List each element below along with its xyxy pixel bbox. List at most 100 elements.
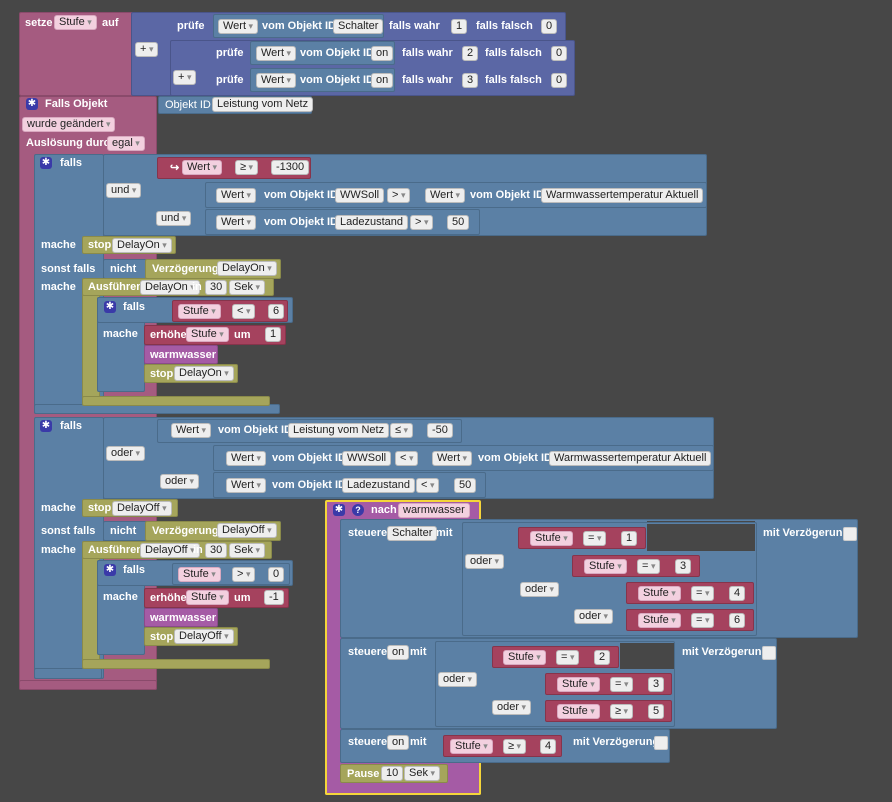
gear-icon[interactable]: ✱ [40,157,52,169]
wert-dropdown-1[interactable]: Wert [182,160,223,175]
stop-timer-dropdown[interactable]: DelayOn [174,366,234,381]
op-dropdown[interactable]: = [583,531,607,546]
call-procedure-2[interactable] [144,608,218,627]
value-dropdown-3[interactable]: Wert [256,73,297,88]
op-dropdown[interactable]: = [691,586,715,601]
stop-timer-dropdown[interactable]: DelayOff [112,501,172,516]
control-object-field[interactable]: on [387,645,410,660]
or-dropdown[interactable]: oder [520,582,560,597]
or-dropdown[interactable]: oder [492,700,532,715]
false-value-3[interactable]: 0 [551,73,568,88]
object-id-field[interactable]: Ladezustand [342,478,415,493]
increment-value[interactable]: -1 [264,590,284,605]
op-dropdown[interactable]: = [610,677,634,692]
pause-unit-dropdown[interactable]: Sek [404,766,440,781]
true-value-1[interactable]: 1 [451,19,468,34]
variable-dropdown[interactable]: Stufe [54,15,97,30]
compare-value[interactable]: -50 [427,423,453,438]
procedure-name-field[interactable]: warmwasser [398,503,470,518]
increment-value[interactable]: 1 [265,327,282,342]
stufe-dropdown[interactable]: Stufe [178,567,221,582]
or-dropdown-2[interactable]: oder [160,474,200,489]
op-dropdown[interactable]: = [637,559,661,574]
compare-value[interactable]: 4 [729,586,746,601]
plus-mutator-2[interactable]: + [173,70,197,85]
compare-value-3[interactable]: 50 [447,215,470,230]
stufe-dropdown[interactable]: Stufe [584,559,627,574]
compare-value[interactable]: 6 [268,304,285,319]
op-dropdown-1[interactable]: ≥ [235,160,259,175]
unit-dropdown[interactable]: Sek [229,280,265,295]
stufe-dropdown[interactable]: Stufe [638,586,681,601]
compare-value[interactable]: 0 [268,567,285,582]
false-value-1[interactable]: 0 [541,19,558,34]
object-id-field-1[interactable]: Schalter [333,19,384,34]
stufe-dropdown[interactable]: Stufe [638,613,681,628]
control-object-field[interactable]: on [387,735,410,750]
compare-value[interactable]: 6 [729,613,746,628]
delay-checkbox[interactable] [762,646,776,660]
delay-checkbox[interactable] [654,736,668,750]
control-object-field[interactable]: Schalter [387,526,438,541]
exec-timer-dropdown[interactable]: DelayOff [140,543,200,558]
object-id-field[interactable]: Leistung vom Netz [288,423,390,438]
stufe-dropdown[interactable]: Stufe [530,531,573,546]
stufe-dropdown[interactable]: Stufe [186,327,229,342]
compare-value-1[interactable]: -1300 [271,160,310,175]
gear-icon[interactable]: ✱ [104,301,116,313]
op-dropdown[interactable]: < [395,451,419,466]
wert-dropdown-3[interactable]: Wert [425,188,466,203]
get-value-block-3[interactable] [250,68,395,92]
or-dropdown-1[interactable]: oder [106,446,146,461]
op-dropdown-2[interactable]: > [387,188,411,203]
wert-dropdown[interactable]: Wert [226,451,267,466]
wert-dropdown-4[interactable]: Wert [216,215,257,230]
or-dropdown[interactable]: oder [574,609,614,624]
op-dropdown[interactable]: ≤ [390,423,414,438]
delay-seconds-field[interactable]: 30 [205,280,228,295]
op-dropdown-3[interactable]: > [410,215,434,230]
unit-dropdown[interactable]: Sek [229,543,265,558]
op-dropdown[interactable]: < [416,478,440,493]
delay-name-dropdown[interactable]: DelayOn [217,261,277,276]
object-id-field-3[interactable]: on [371,73,394,88]
gear-icon[interactable]: ✱ [40,420,52,432]
compare-value[interactable]: 3 [648,677,665,692]
object-id-field[interactable]: WWSoll [342,451,392,466]
stufe-dropdown[interactable]: Stufe [557,677,600,692]
object-id-field[interactable]: Warmwassertemperatur Aktuell [541,188,704,203]
op-dropdown[interactable]: > [232,567,256,582]
true-value-3[interactable]: 3 [462,73,479,88]
stufe-dropdown[interactable]: Stufe [503,650,546,665]
stufe-dropdown[interactable]: Stufe [186,590,229,605]
op-dropdown[interactable]: = [691,613,715,628]
and-dropdown-2[interactable]: und [156,211,192,226]
op-dropdown[interactable]: < [232,304,256,319]
plus-mutator-1[interactable]: + [135,42,159,57]
compare-value[interactable]: 50 [454,478,477,493]
wert-dropdown-2[interactable]: Wert [216,188,257,203]
object-id-field[interactable]: Warmwassertemperatur Aktuell [549,451,712,466]
object-id-field[interactable]: Ladezustand [335,215,408,230]
op-dropdown[interactable]: = [556,650,580,665]
stop-timer-dropdown[interactable]: DelayOn [112,238,172,253]
compare-value[interactable]: 5 [648,704,665,719]
compare-value[interactable]: 4 [540,739,557,754]
help-icon[interactable]: ? [352,504,364,516]
compare-value[interactable]: 2 [594,650,611,665]
delay-name-dropdown[interactable]: DelayOff [217,523,277,538]
gear-icon[interactable]: ✱ [26,98,38,110]
wert-dropdown[interactable]: Wert [226,478,267,493]
and-dropdown-1[interactable]: und [106,183,142,198]
op-dropdown[interactable]: ≥ [503,739,527,754]
compare-value[interactable]: 1 [621,531,638,546]
false-value-2[interactable]: 0 [551,46,568,61]
call-procedure-1[interactable] [144,345,218,364]
object-id-field[interactable]: WWSoll [335,188,385,203]
op-dropdown[interactable]: ≥ [610,704,634,719]
delay-seconds-field[interactable]: 30 [205,543,228,558]
change-dropdown[interactable]: wurde geändert [22,117,116,132]
wert-dropdown[interactable]: Wert [171,423,212,438]
delay-checkbox[interactable] [843,527,857,541]
stufe-dropdown[interactable]: Stufe [557,704,600,719]
